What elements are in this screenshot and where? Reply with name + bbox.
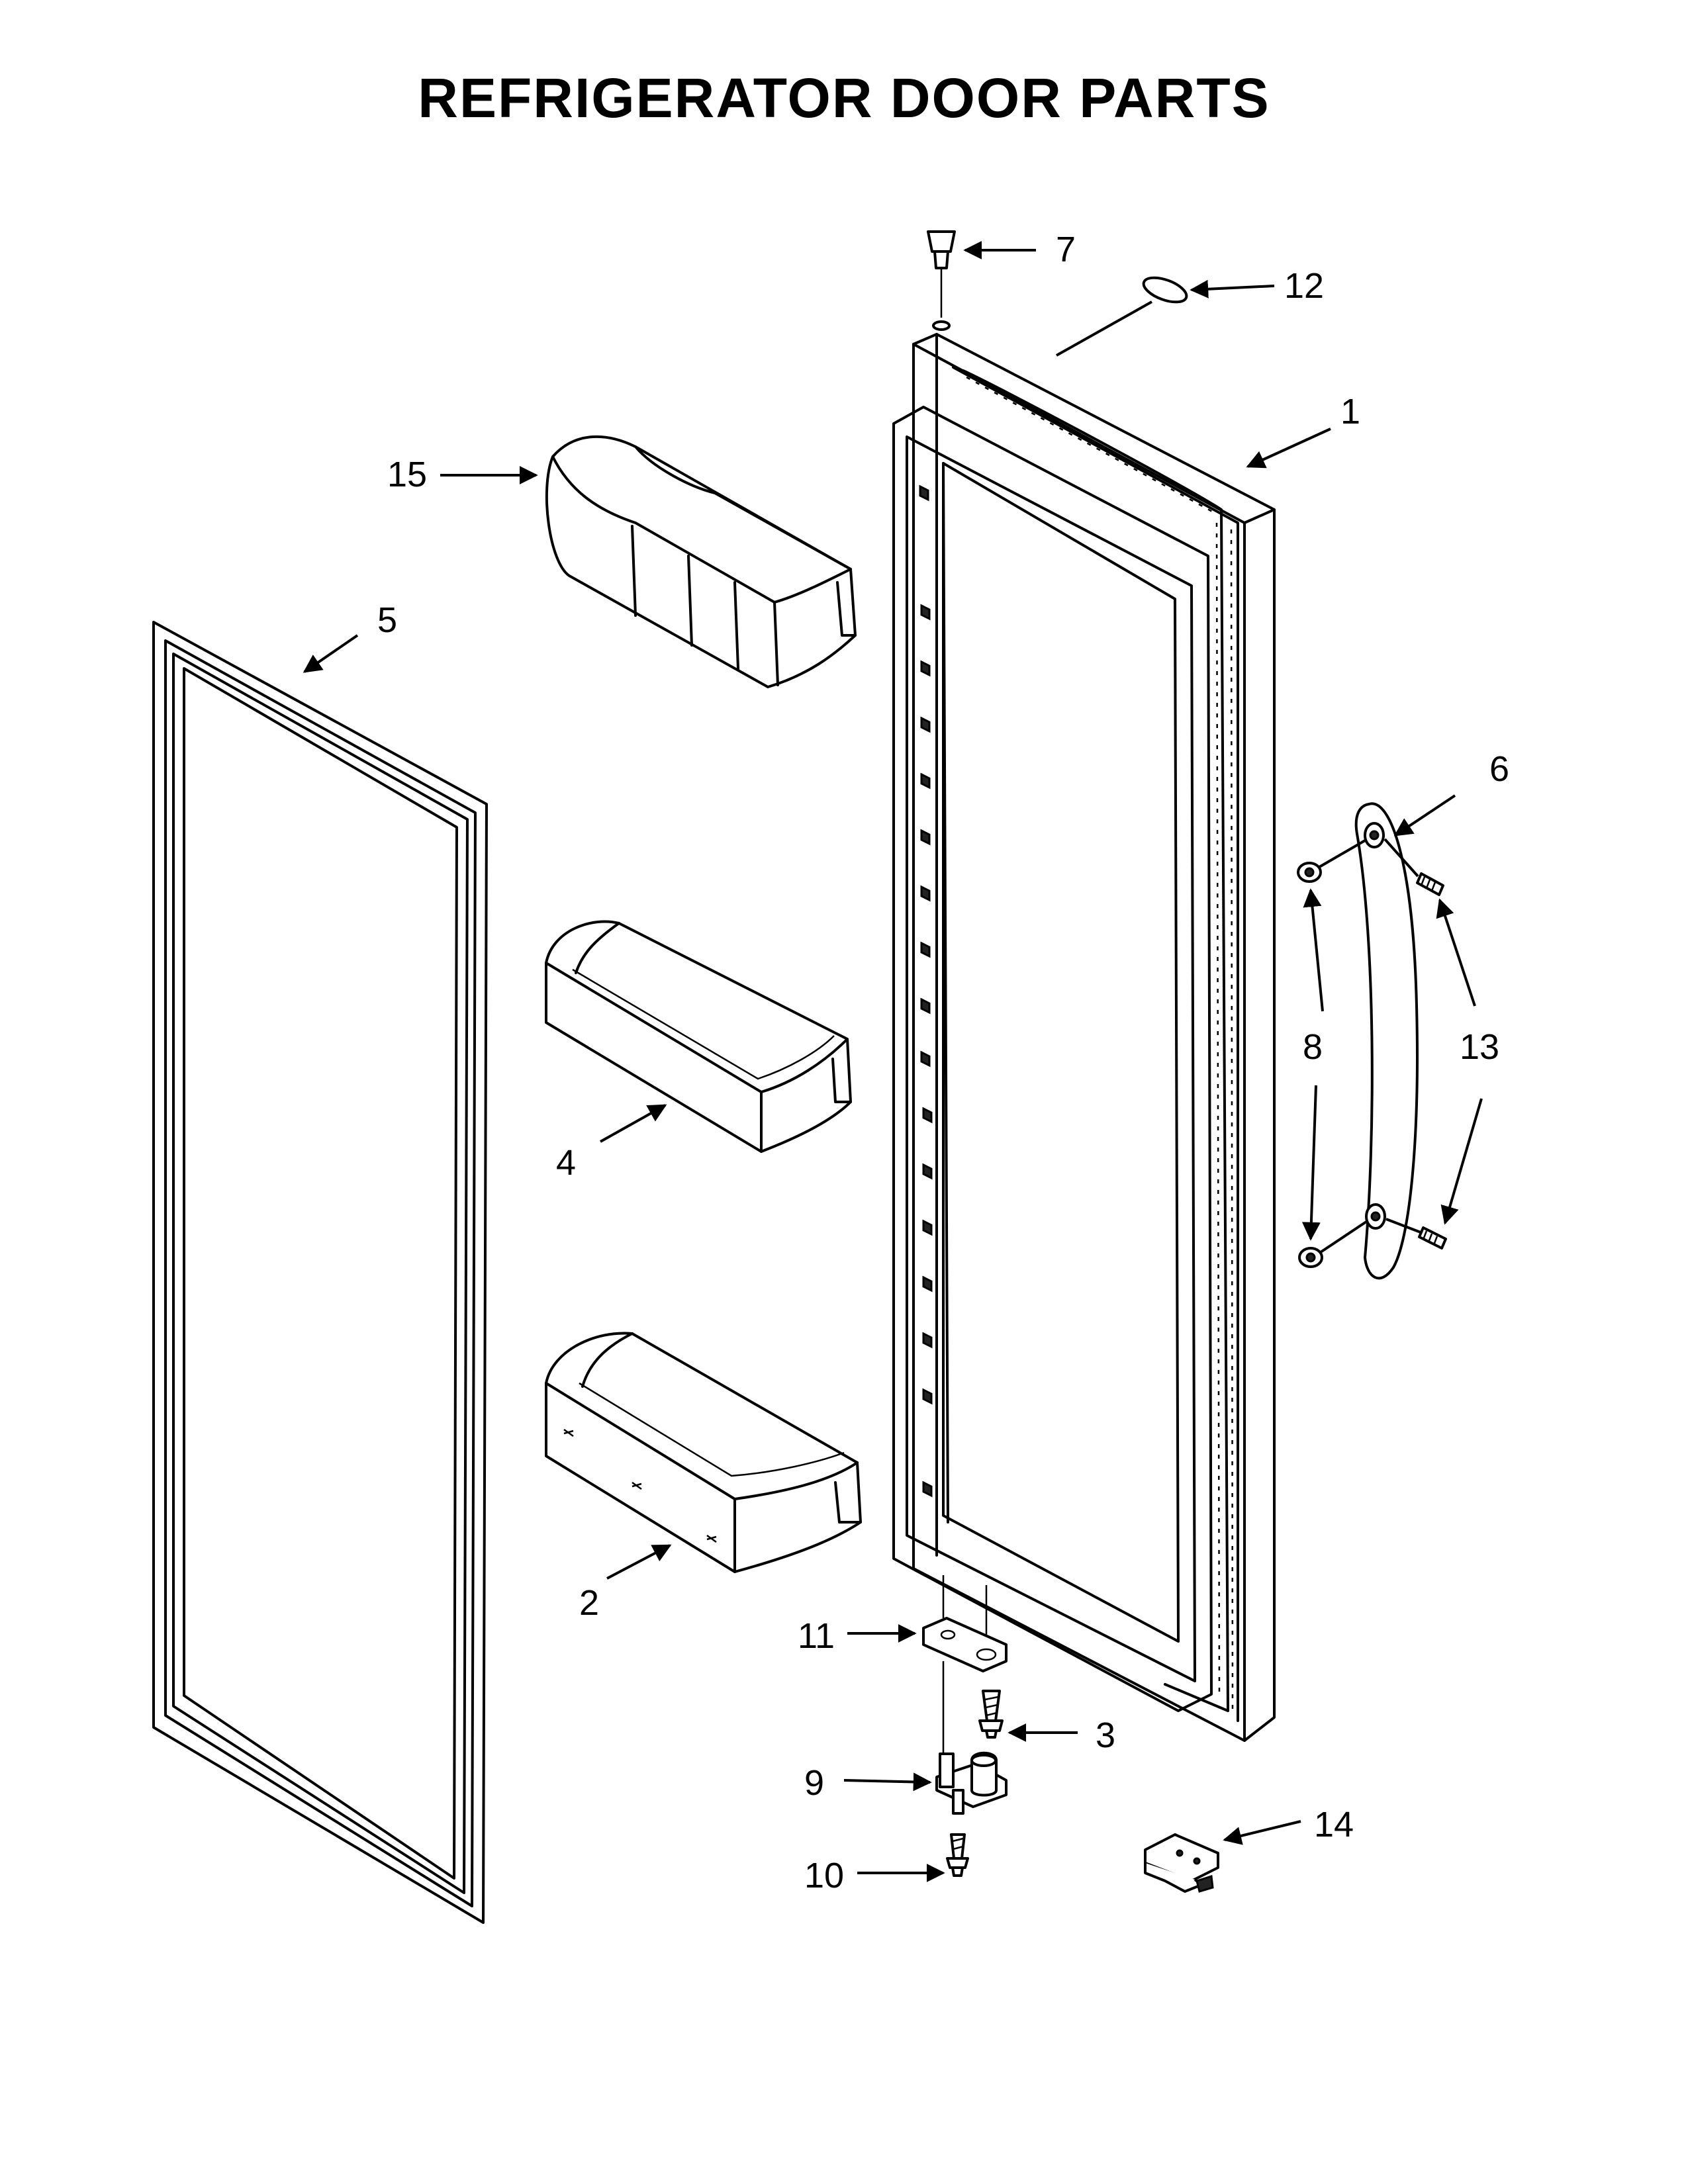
leader-arrows	[303, 241, 1483, 1882]
handle-spacer-top	[1297, 839, 1366, 883]
door-handle	[1354, 802, 1419, 1280]
callout-5: 5	[377, 600, 397, 640]
bottom-hinge	[935, 1661, 1008, 1815]
callout-15: 15	[387, 455, 427, 494]
callout-7: 7	[1056, 230, 1076, 269]
callout-8: 8	[1303, 1027, 1323, 1067]
upper-door-bin	[545, 435, 857, 688]
o-ring	[1142, 276, 1188, 304]
o-ring-leader	[1056, 300, 1152, 357]
set-screw-top	[1383, 838, 1444, 896]
hinge-screw	[978, 1690, 1004, 1739]
refrigerator-door	[892, 333, 1276, 1742]
hinge-bolt	[946, 1833, 969, 1877]
callout-6: 6	[1489, 749, 1509, 789]
set-screw-bottom	[1385, 1218, 1447, 1250]
hinge-cap	[927, 230, 956, 331]
callout-1: 1	[1340, 392, 1360, 432]
callout-2: 2	[579, 1583, 599, 1623]
callout-11: 11	[798, 1616, 835, 1656]
hinge-cover	[1144, 1833, 1219, 1893]
handle-spacer-bottom	[1298, 1220, 1368, 1268]
middle-door-bin	[545, 920, 852, 1153]
callout-10: 10	[804, 1856, 844, 1895]
lower-door-bin	[545, 1332, 862, 1573]
callout-12: 12	[1284, 266, 1324, 306]
callout-3: 3	[1096, 1715, 1115, 1755]
shelf-clips	[919, 484, 933, 1498]
callout-14: 14	[1314, 1805, 1354, 1844]
diagram-title: REFRIGERATOR DOOR PARTS	[418, 67, 1270, 129]
callout-9: 9	[804, 1763, 824, 1803]
callout-13: 13	[1460, 1027, 1499, 1067]
hinge-shim	[922, 1575, 1008, 1672]
door-gasket	[152, 621, 488, 1924]
callout-4: 4	[556, 1143, 576, 1183]
